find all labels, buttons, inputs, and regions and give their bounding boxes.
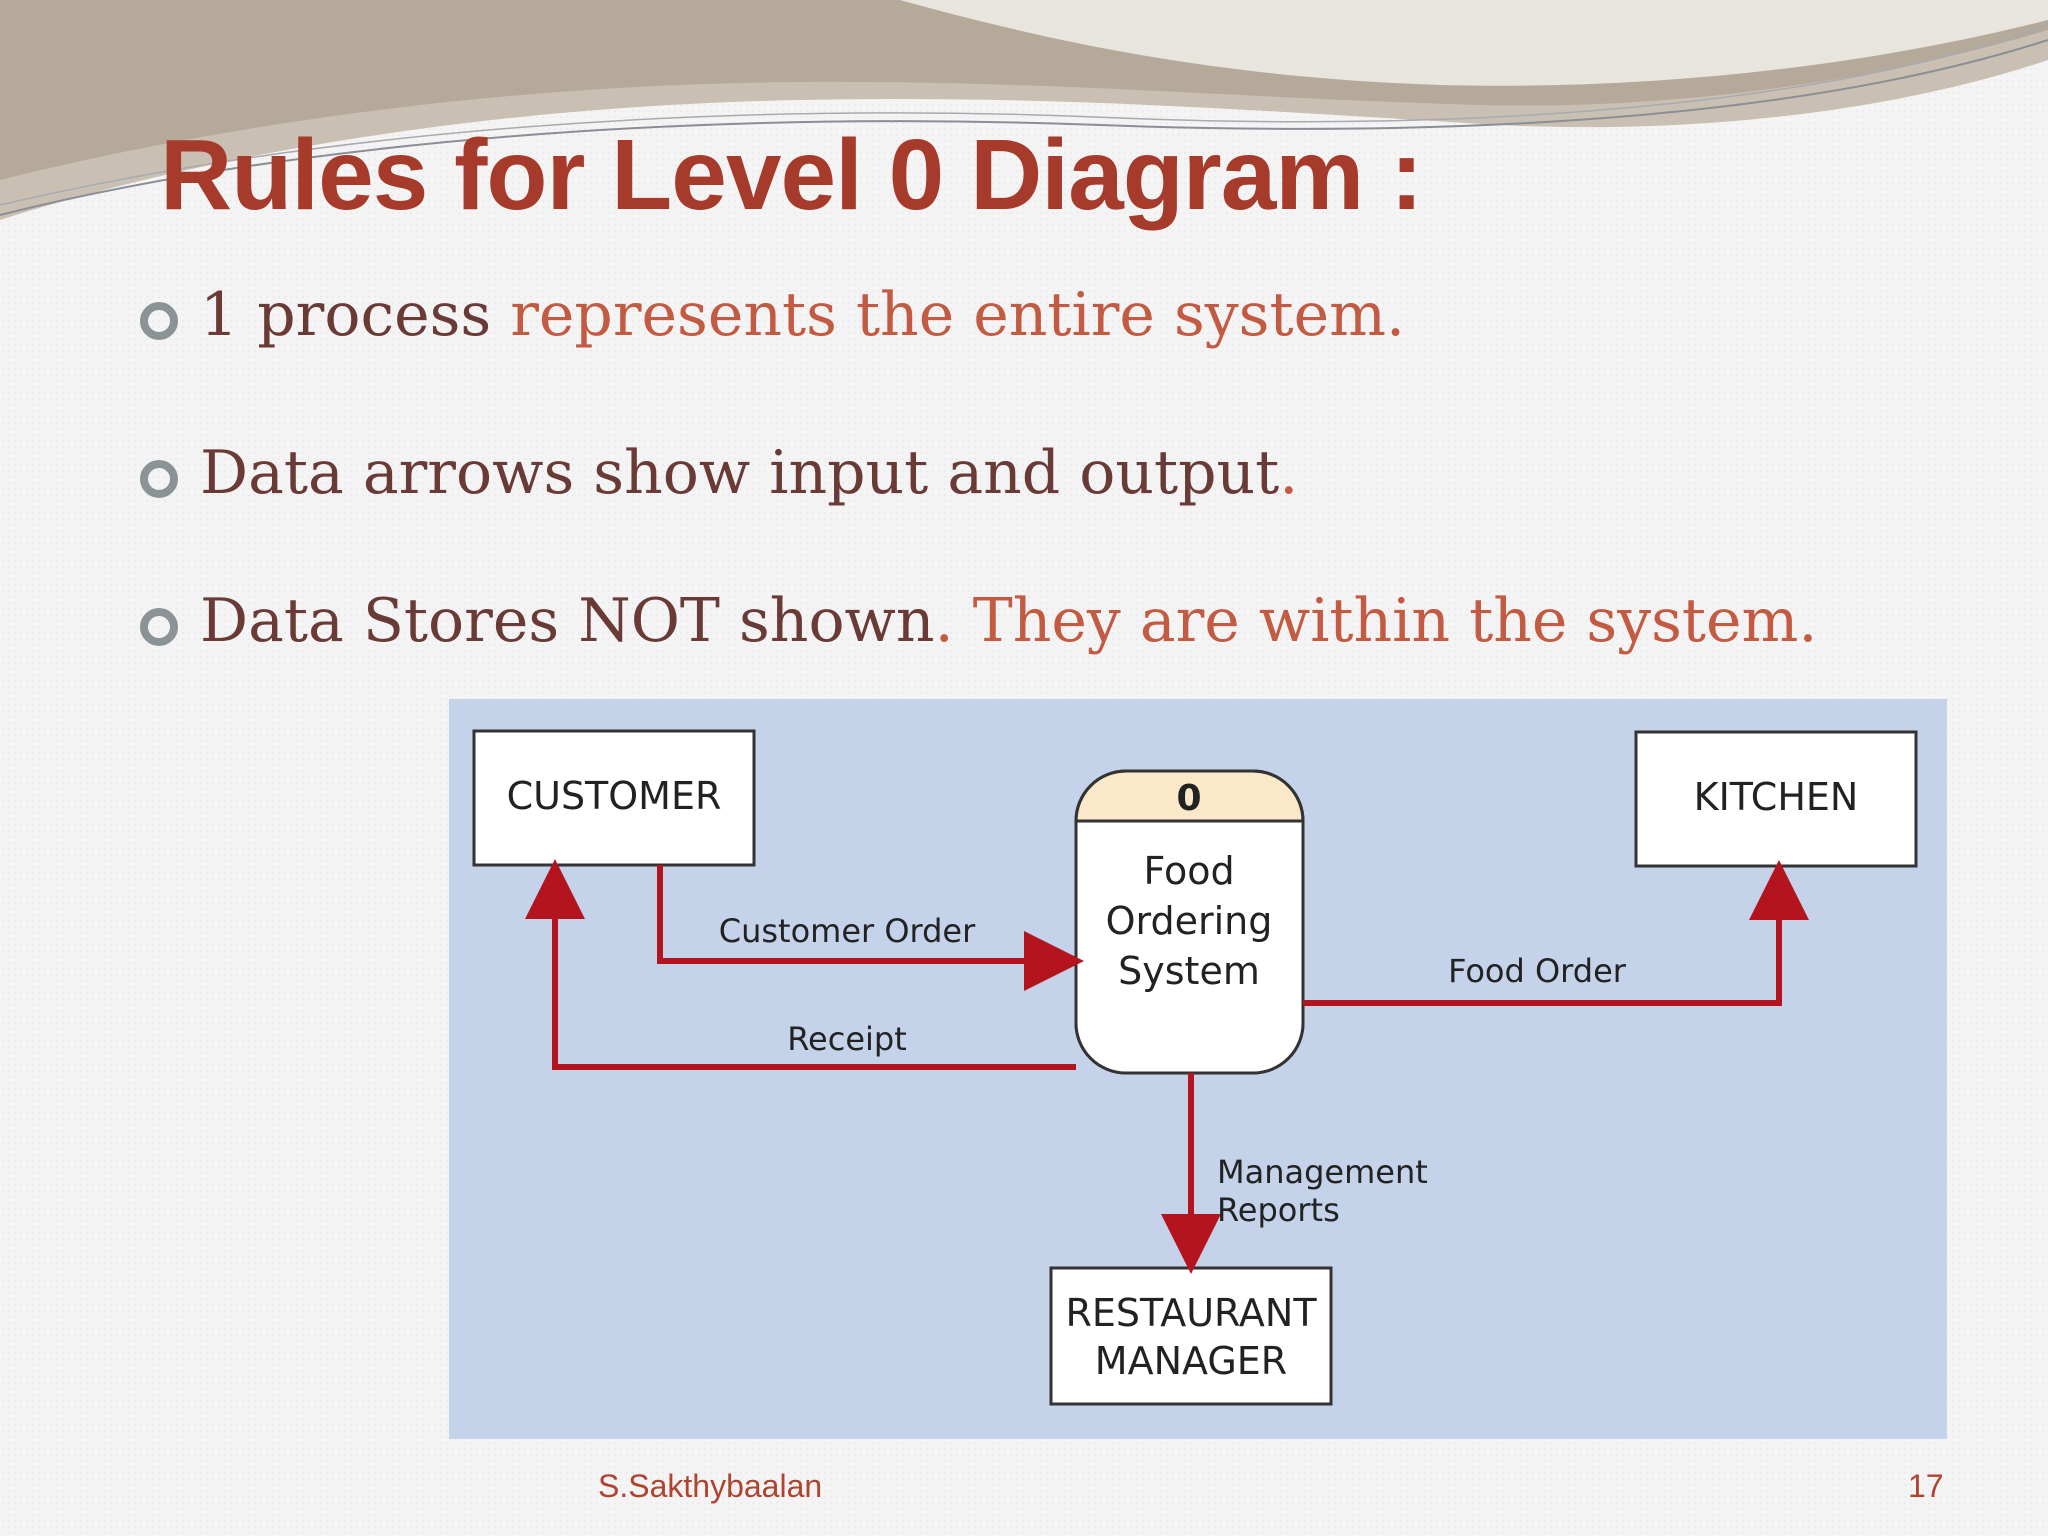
customer-label: CUSTOMER [507,774,722,818]
receipt-flow: Receipt [555,871,1076,1067]
management-reports-label-line1: Management [1217,1153,1428,1191]
process-name-line2: Ordering [1106,899,1273,943]
process-name-line1: Food [1143,849,1234,893]
bullet-accent-text: represents the entire system. [510,280,1405,350]
restaurant-manager-entity: RESTAURANT MANAGER [1051,1268,1331,1404]
management-reports-label-line2: Reports [1217,1191,1340,1229]
bullet-text: 1 process [200,280,510,350]
process-number: 0 [1176,778,1201,819]
food-order-flow: Food Order [1303,872,1779,1003]
customer-order-label: Customer Order [719,912,976,950]
context-diagram: CUSTOMER KITCHEN RESTAURANT MANAGER 0 Fo… [449,699,1947,1439]
diagram-canvas: CUSTOMER KITCHEN RESTAURANT MANAGER 0 Fo… [449,699,1947,1439]
food-order-label: Food Order [1448,952,1627,990]
page-number: 17 [1908,1468,1944,1505]
bullet-accent-text: . [1279,438,1298,508]
bullet-icon [140,608,178,646]
bullet-accent-text: . They are within the system. [935,586,1818,656]
food-ordering-process: 0 Food Ordering System [1076,771,1303,1073]
customer-order-flow: Customer Order [660,865,1072,961]
slide-title: Rules for Level 0 Diagram : [160,118,1422,233]
customer-entity: CUSTOMER [474,731,754,865]
receipt-label: Receipt [787,1020,907,1058]
bullet-icon [140,302,178,340]
bullet-text: Data arrows show input and output [200,438,1279,508]
manager-label-line1: RESTAURANT [1065,1291,1317,1335]
author-footer: S.Sakthybaalan [598,1468,822,1505]
bullet-icon [140,460,178,498]
manager-label-line2: MANAGER [1095,1339,1287,1383]
management-reports-flow: Management Reports [1191,1073,1428,1262]
kitchen-label: KITCHEN [1694,775,1859,819]
bullet-text: Data Stores NOT shown [200,586,935,656]
process-name-line3: System [1118,949,1260,993]
kitchen-entity: KITCHEN [1636,732,1916,866]
